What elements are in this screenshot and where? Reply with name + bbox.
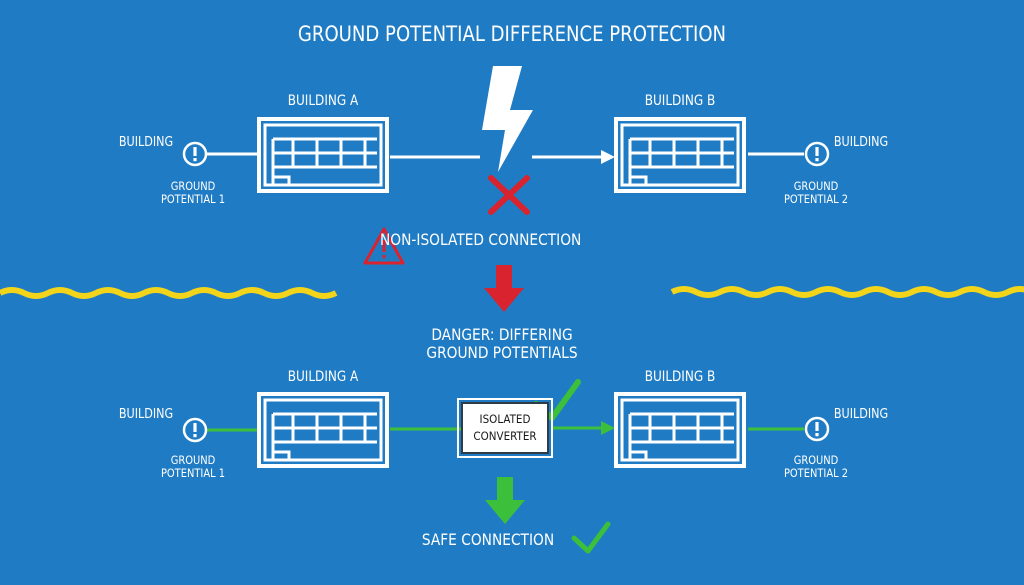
- checkmark-icon: [571, 521, 611, 554]
- x-mark-icon: [488, 175, 530, 215]
- down-arrow-icon: [485, 477, 525, 524]
- bottom-connection-lines: [207, 426, 804, 432]
- page-title: GROUND POTENTIAL DIFFERENCE PROTECTION: [297, 22, 727, 46]
- wavy-divider-right: [670, 286, 1024, 298]
- right-building-label-bottom: BUILDING: [833, 407, 889, 422]
- building-b-label-bottom: BUILDING B: [644, 369, 716, 385]
- building-b-label-top: BUILDING B: [644, 93, 716, 109]
- isolated-converter-box: ISOLATED CONVERTER: [457, 398, 553, 458]
- warning-triangle-icon: [363, 227, 405, 265]
- top-connection-lines: [207, 152, 804, 159]
- exclamation-circle-icon: [182, 417, 208, 443]
- down-arrow-icon: [484, 265, 524, 312]
- top-arrow-head: [601, 150, 615, 164]
- lightning-bolt-icon: [482, 66, 533, 172]
- building-a-icon-top: [257, 117, 389, 193]
- safe-connection-label: SAFE CONNECTION: [421, 530, 555, 549]
- non-isolated-warning: NON-ISOLATED CONNECTION: [380, 230, 582, 249]
- building-b-icon-top: [614, 117, 746, 193]
- building-b-icon-bottom: [614, 392, 746, 468]
- converter-label-line-1: ISOLATED: [479, 412, 531, 426]
- converter-label-line-2: CONVERTER: [473, 429, 537, 443]
- exclamation-circle-icon: [182, 141, 208, 167]
- bottom-arrow-head: [601, 421, 615, 435]
- building-a-label-bottom: BUILDING A: [287, 369, 359, 385]
- wavy-divider-left: [0, 287, 338, 299]
- left-building-label-top: BUILDING: [118, 135, 174, 150]
- building-a-icon-bottom: [257, 392, 389, 468]
- left-building-label-bottom: BUILDING: [118, 407, 174, 422]
- building-a-label-top: BUILDING A: [287, 93, 359, 109]
- right-building-label-top: BUILDING: [833, 135, 889, 150]
